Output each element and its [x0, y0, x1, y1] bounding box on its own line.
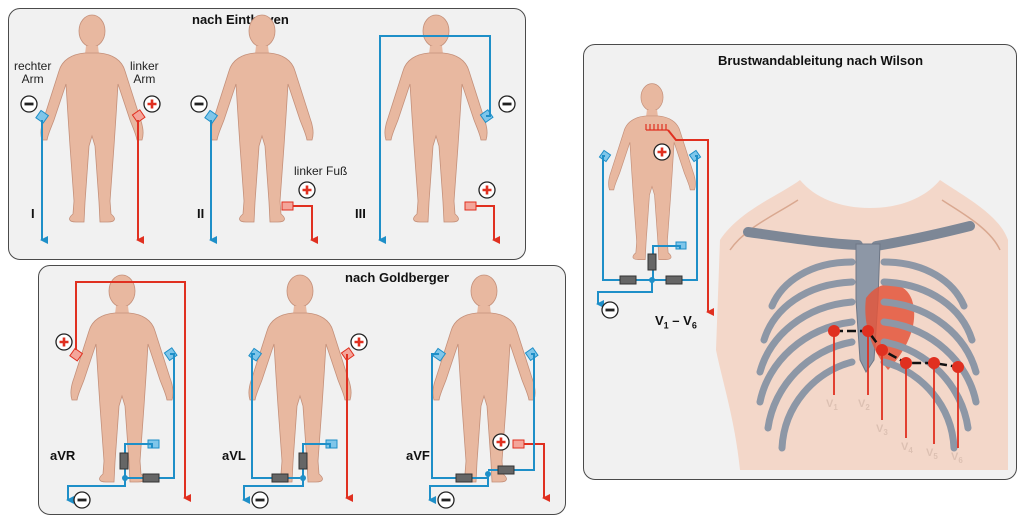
minus-sign-icon — [436, 490, 456, 510]
minus-sign-icon — [250, 490, 270, 510]
chest-electrode-v4 — [900, 357, 912, 369]
chest-electrode-v1 — [828, 325, 840, 337]
right-arm-label: rechter Arm — [14, 59, 52, 86]
goldberger-figure-avl — [242, 274, 369, 510]
minus-sign-icon — [19, 94, 39, 114]
wilson-small-figure — [596, 83, 714, 320]
plus-sign-icon — [491, 432, 511, 452]
minus-sign-icon — [189, 94, 209, 114]
minus-sign-icon — [600, 300, 620, 320]
goldberger-title: nach Goldberger — [345, 270, 450, 285]
wilson-title: Brustwandableitung nach Wilson — [718, 53, 924, 68]
left-arm-label: linker Arm — [130, 59, 159, 86]
einthoven-figure-ii — [189, 14, 318, 244]
plus-sign-icon — [477, 180, 497, 200]
lead-label-ii: II — [197, 206, 205, 221]
goldberger-figure-avr — [54, 274, 191, 510]
lead-label-i: I — [31, 206, 35, 221]
left-foot-label: linker Fuß — [294, 164, 348, 178]
einthoven-figure-iii — [378, 14, 517, 244]
lead-label-avl: aVL — [222, 448, 246, 463]
chest-electrodes — [828, 325, 964, 448]
chest-electrode-v3 — [876, 344, 888, 356]
chest-electrode-v2 — [862, 325, 874, 337]
plus-sign-icon — [297, 180, 317, 200]
lead-label-avr: aVR — [50, 448, 76, 463]
lead-label-iii: III — [355, 206, 366, 221]
minus-sign-icon — [72, 490, 92, 510]
chest-electrode-v5 — [928, 357, 940, 369]
plus-sign-icon — [54, 332, 74, 352]
lead-label-avf: aVF — [406, 448, 430, 463]
einthoven-figure-i — [19, 14, 162, 244]
goldberger-figure-avf — [428, 274, 550, 510]
plus-sign-icon — [652, 142, 672, 162]
plus-sign-icon — [142, 94, 162, 114]
plus-sign-icon — [349, 332, 369, 352]
chest-electrode-v6 — [952, 361, 964, 373]
minus-sign-icon — [497, 94, 517, 114]
chest-torso-illustration — [716, 180, 1008, 470]
chest-leads-label: V1 – V6 — [655, 313, 697, 331]
